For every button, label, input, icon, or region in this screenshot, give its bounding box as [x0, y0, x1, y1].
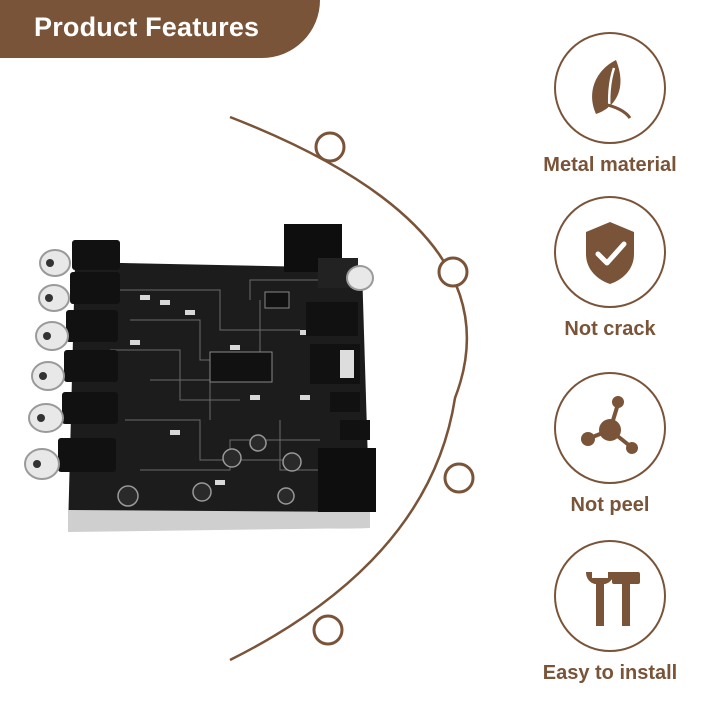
- page-title: Product Features: [34, 12, 260, 42]
- feature-metal-material: Metal material: [530, 32, 690, 177]
- arc-node: [437, 256, 469, 288]
- feature-label: Not crack: [564, 318, 656, 340]
- leaf-icon: [592, 60, 632, 119]
- shield-check-icon: [586, 222, 634, 284]
- molecule-icon: [581, 396, 638, 454]
- arc-node: [443, 462, 475, 494]
- feature-label: Not peel: [570, 494, 650, 516]
- feature-icon-circle: [554, 32, 666, 144]
- tools-icon: [586, 572, 640, 626]
- header-banner: Product Features: [0, 0, 320, 58]
- feature-label: Easy to install: [542, 662, 678, 684]
- feature-label: Metal material: [543, 154, 677, 176]
- feature-icon-circle: [554, 540, 666, 652]
- feature-easy-to-install: Easy to install: [530, 540, 690, 685]
- feature-not-peel: Not peel: [530, 372, 690, 517]
- feature-not-crack: Not crack: [530, 196, 690, 341]
- feature-icon-circle: [554, 196, 666, 308]
- arc-node: [312, 614, 344, 646]
- feature-icon-circle: [554, 372, 666, 484]
- arc-node: [314, 131, 346, 163]
